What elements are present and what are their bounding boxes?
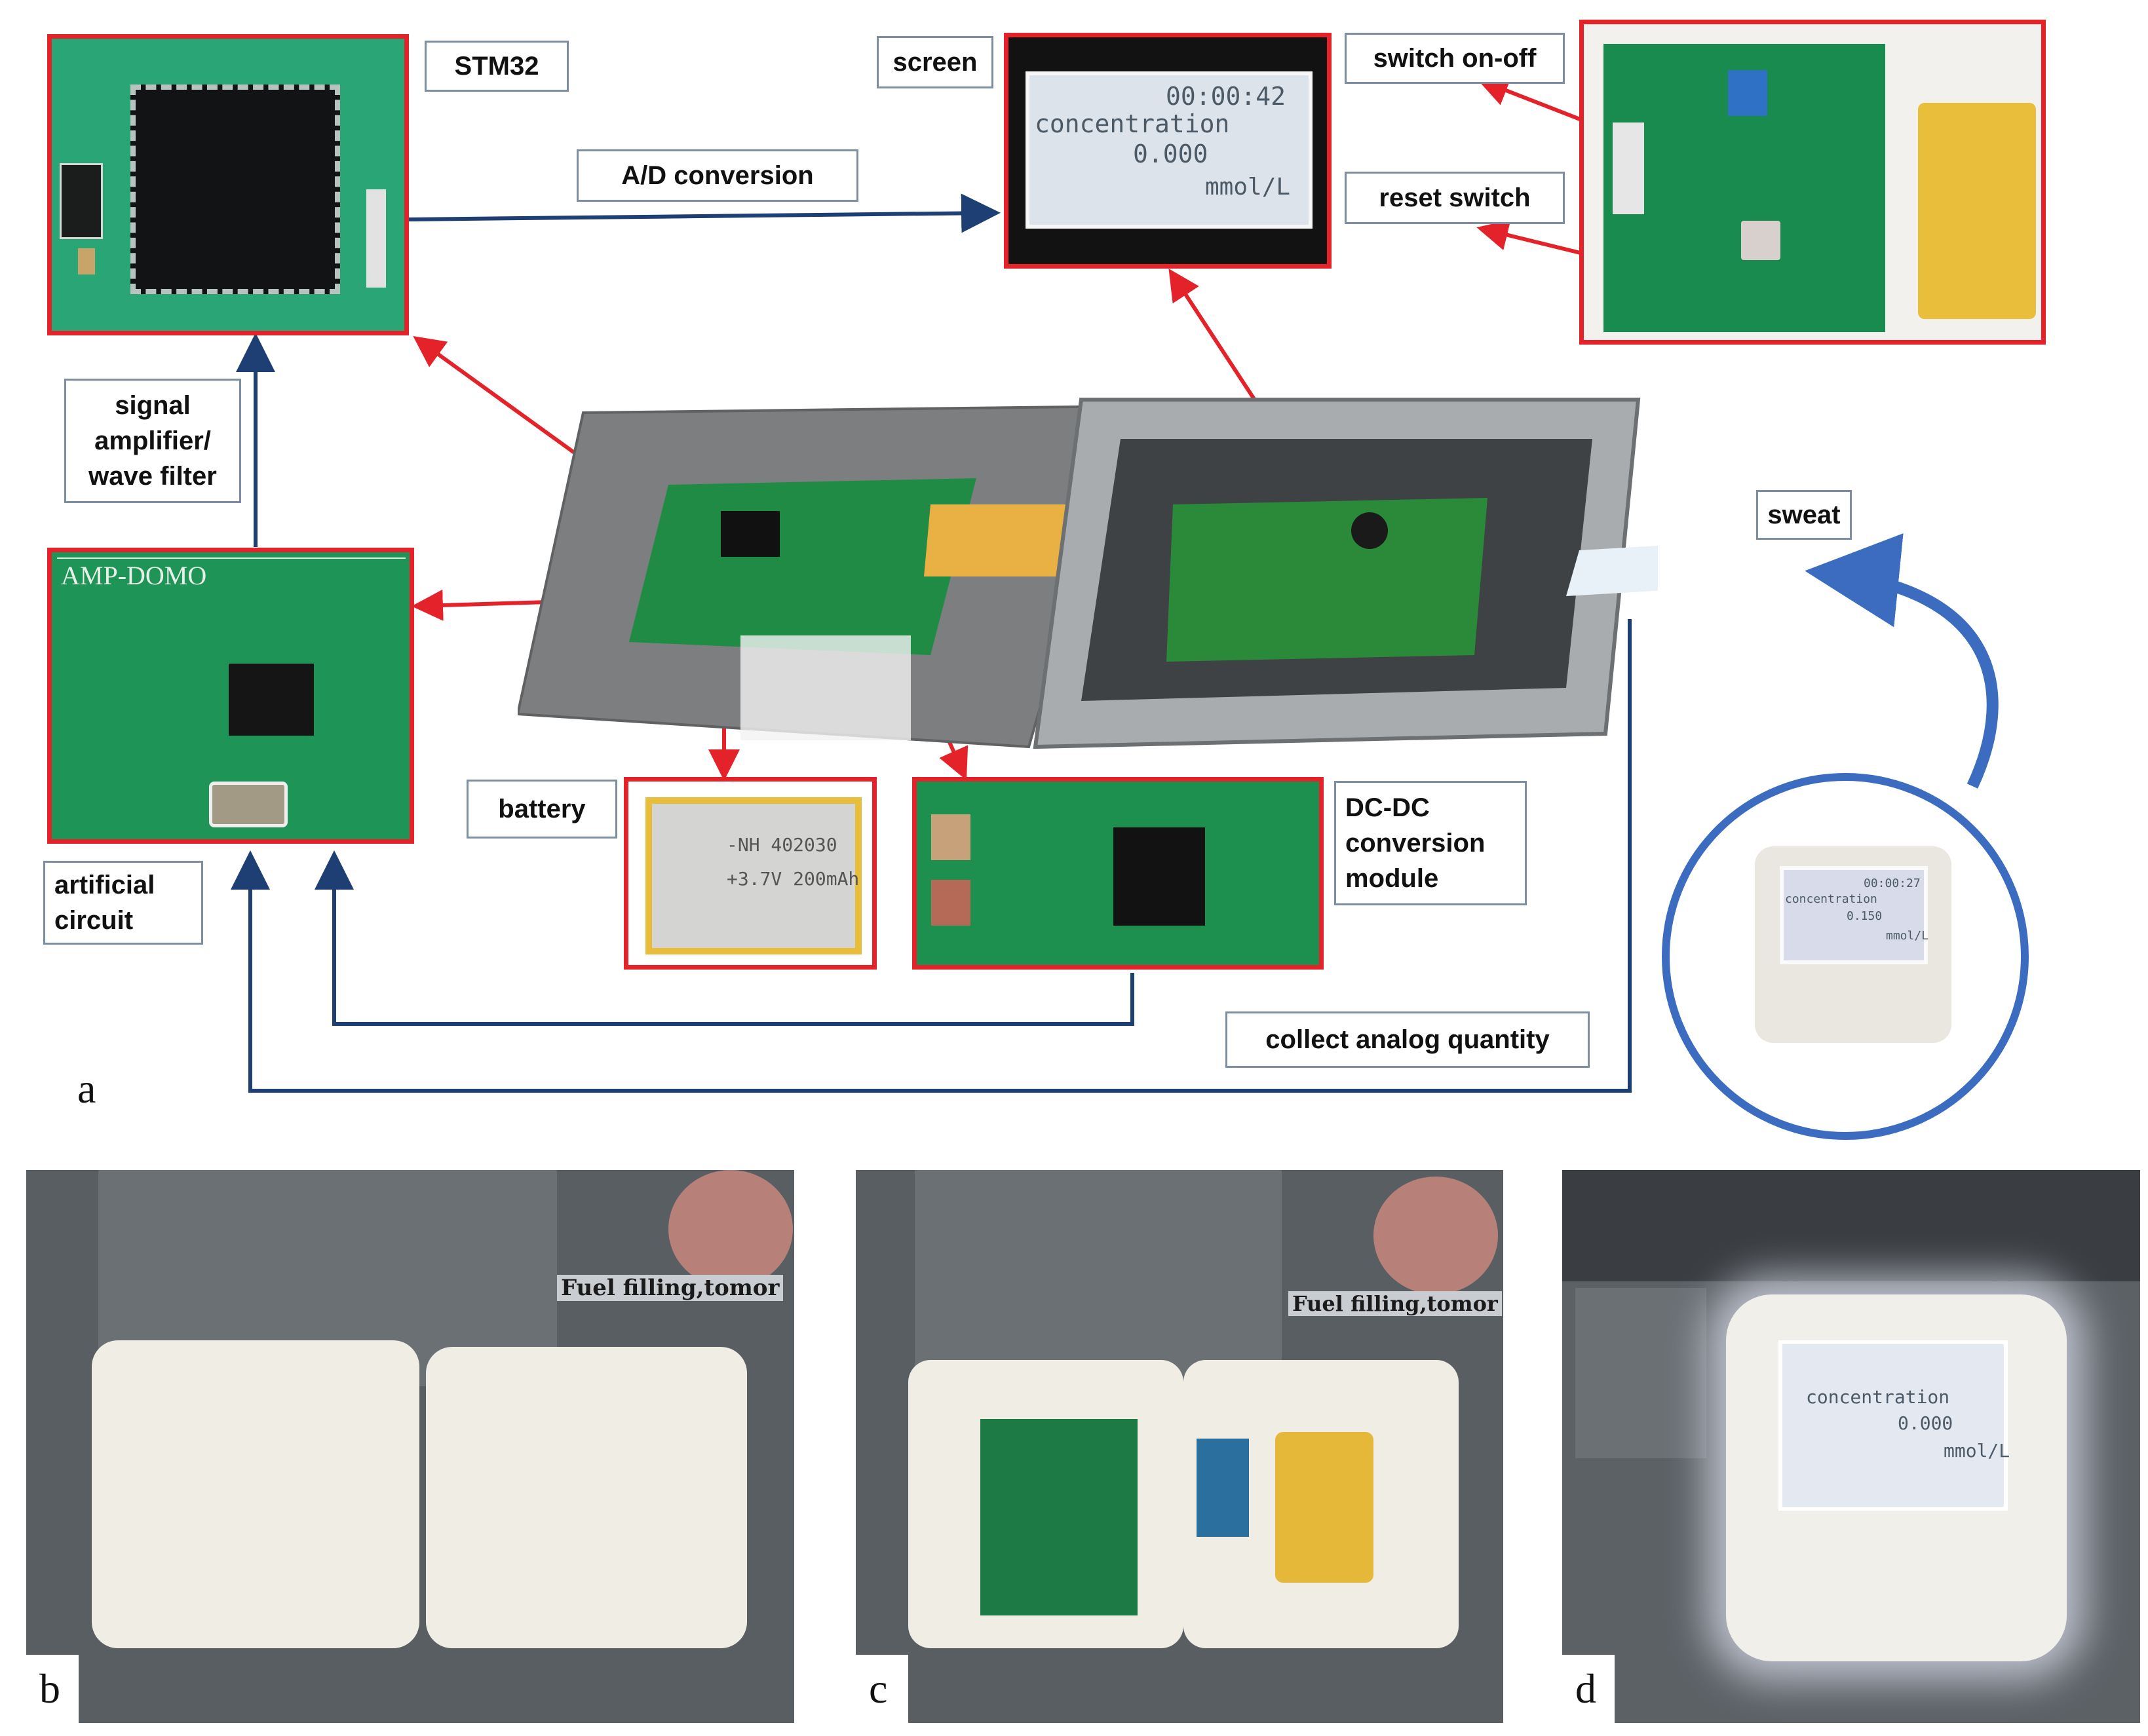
sticker-text-b: Fuel filling,tomor [557,1275,784,1301]
mini-lcd-value: 0.150 [1847,909,1883,923]
collect-analog-label: collect analog quantity [1225,1011,1590,1068]
d-lcd-label: concentration [1806,1386,1950,1408]
dcdc-board-photo [912,777,1324,970]
amplifier-board-photo: AMP-DOMO [47,548,414,844]
sweat-label: sweat [1756,490,1852,540]
arrow-dcdc-to-amp [315,850,1134,1026]
battery-print-2: +3.7V 200mAh [727,868,860,890]
photo-b: Fuel filling,tomor b [26,1170,794,1723]
lcd-concentration-label: concentration [1035,109,1230,138]
panel-a: STM32 A/D conversion screen 00:00:42 con… [43,20,2046,1140]
panel-letter-a: a [77,1065,96,1112]
battery-photo: -NH 402030 +3.7V 200mAh [624,777,877,970]
screen-label: screen [877,36,993,88]
artificial-circuit-label: artificial circuit [43,861,203,945]
signal-amplifier-label: signal amplifier/ wave filter [64,379,241,503]
panel-letter-c: c [869,1665,888,1712]
battery-print-1: -NH 402030 [727,834,837,856]
device-exploded-illustration [516,380,1691,780]
lcd-unit: mmol/L [1205,174,1291,200]
device-magnifier: 00:00:27 concentration 0.150 mmol/L [1662,773,2029,1140]
amp-board-silkscreen: AMP-DOMO [61,561,207,590]
battery-label: battery [467,780,617,839]
panel-letter-b: b [39,1665,60,1712]
stm32-board-photo [47,34,409,335]
switch-on-off-label: switch on-off [1345,33,1565,84]
stm32-label: STM32 [425,41,569,92]
mini-lcd-unit: mmol/L [1886,929,1929,943]
lcd-time: 00:00:42 [1166,82,1286,111]
panel-letter-d: d [1575,1665,1596,1712]
mini-lcd-label: concentration [1785,892,1877,906]
dcdc-label: DC-DC conversion module [1334,781,1527,905]
photo-c: Fuel filling,tomor c [856,1170,1503,1723]
arrow-stm32-to-screen [406,193,1001,233]
mini-lcd-time: 00:00:27 [1864,877,1921,890]
screen-photo: 00:00:42 concentration 0.000 mmol/L [1004,33,1332,269]
d-lcd-value: 0.000 [1898,1412,1953,1434]
arrow-sweat-to-amp [231,619,1632,1093]
ad-conversion-label: A/D conversion [577,149,858,202]
photo-d: concentration 0.000 mmol/L d [1562,1170,2140,1723]
reset-switch-label: reset switch [1345,172,1565,224]
lcd-value: 0.000 [1133,140,1208,168]
sticker-text-c: Fuel filling,tomor [1288,1291,1502,1316]
main-board-photo [1579,20,2046,345]
d-lcd-unit: mmol/L [1944,1440,2010,1462]
arrow-sweat-loop [1805,533,1999,789]
